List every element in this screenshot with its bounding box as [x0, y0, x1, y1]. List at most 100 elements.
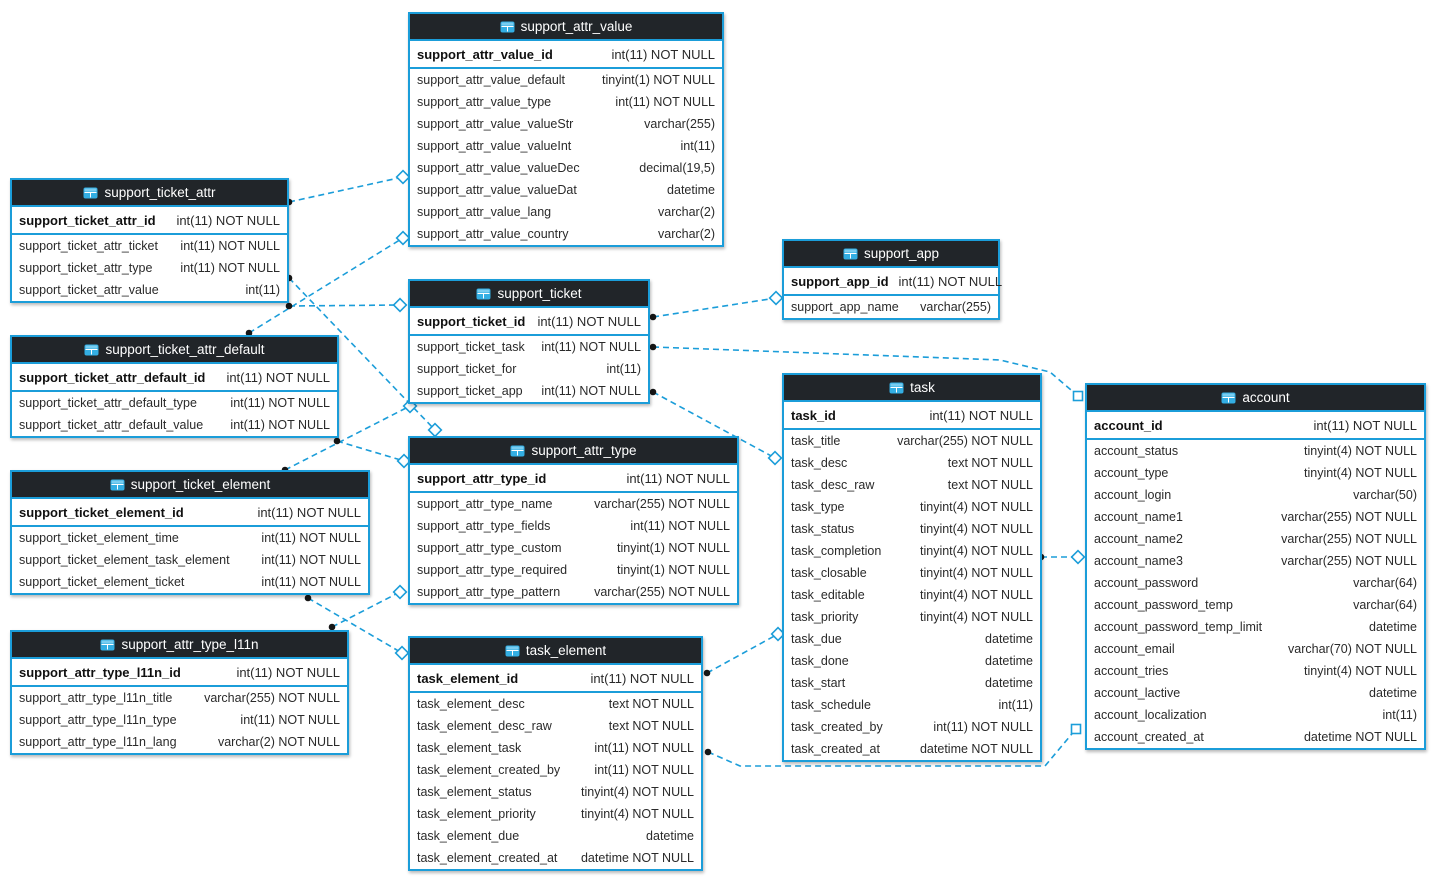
relationship-line[interactable] — [652, 346, 1079, 397]
relationship-support_ticket-to-account[interactable] — [649, 343, 1084, 402]
relationship-line[interactable] — [307, 597, 403, 654]
relationship-support_ticket_attr-to-support_ticket[interactable] — [285, 297, 408, 313]
relationship-task-to-account[interactable] — [1037, 549, 1086, 565]
table-header[interactable]: task_element — [410, 638, 701, 665]
relationship-support_attr_type_l11n-to-support_attr_type[interactable] — [328, 584, 408, 631]
relationship-support_ticket_attr-to-support_attr_value[interactable] — [285, 169, 411, 206]
table-header[interactable]: support_ticket_element — [12, 472, 368, 499]
relationship-line[interactable] — [706, 633, 779, 674]
table-header[interactable]: support_ticket — [410, 281, 648, 308]
relationship-support_ticket-to-support_app[interactable] — [649, 290, 784, 321]
table-header[interactable]: support_ticket_attr — [12, 180, 287, 207]
relationship-line[interactable] — [284, 405, 411, 471]
relationship-task_element-to-task[interactable] — [703, 626, 786, 677]
table-header[interactable]: account — [1087, 385, 1424, 412]
relationship-line[interactable] — [248, 237, 404, 334]
table-header[interactable]: support_ticket_attr_default — [12, 337, 337, 364]
table-header[interactable]: task — [784, 375, 1040, 402]
table-header[interactable]: support_app — [784, 241, 998, 268]
relationship-line[interactable] — [652, 391, 776, 459]
table-header[interactable]: support_attr_value — [410, 14, 722, 41]
relationship-line[interactable] — [707, 728, 1077, 767]
relationship-support_ticket-to-task[interactable] — [649, 388, 783, 466]
relationship-task_element-to-account[interactable] — [704, 723, 1082, 767]
relationship-support_ticket_attr_default-to-support_attr_type[interactable] — [333, 437, 412, 469]
relationship-support_ticket_attr_default-to-support_attr_value[interactable] — [245, 230, 411, 337]
relationship-support_ticket_element-to-task_element[interactable] — [304, 594, 410, 661]
relationship-line[interactable] — [652, 297, 777, 318]
table-header[interactable]: support_attr_type_l11n — [12, 632, 347, 659]
relationship-line[interactable] — [331, 591, 401, 628]
